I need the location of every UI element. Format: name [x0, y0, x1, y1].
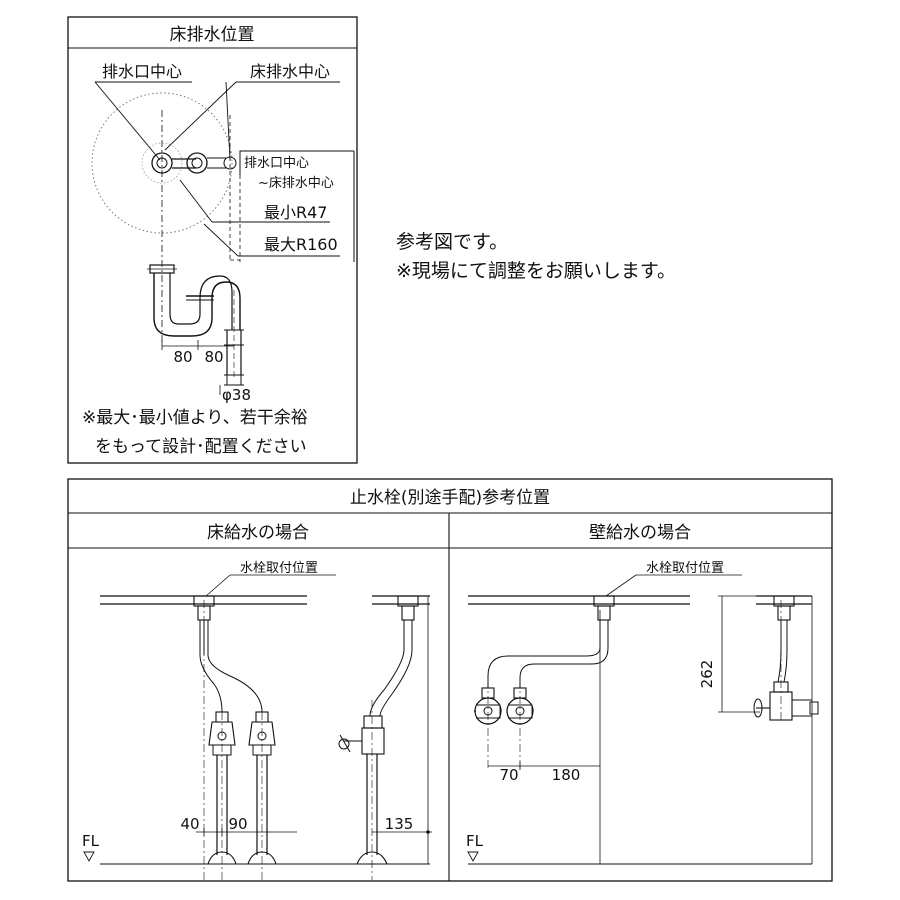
floor-supply-drawing: 水栓取付位置	[82, 561, 432, 880]
caution-line-1: ※最大･最小値より、若干余裕	[82, 408, 308, 428]
drain-center-leader-2	[225, 81, 231, 161]
dim-262: 262	[698, 660, 716, 689]
reference-note-1: 参考図です。	[396, 231, 509, 253]
stop-valve-title: 止水栓(別途手配)参考位置	[350, 488, 550, 508]
box-line-1: 排水口中心	[244, 156, 309, 171]
stop-valve-frame	[67, 478, 833, 882]
floor-drain-frame	[67, 16, 358, 464]
floor-level-label: FL	[82, 832, 100, 850]
caution-line-2: をもって設計･配置ください	[95, 437, 307, 457]
wall-supply-drawing: 水栓取付位置	[466, 561, 819, 865]
dim-40: 40	[180, 815, 199, 833]
wall-valve-1	[474, 687, 502, 725]
outlet-center-label: 排水口中心	[102, 62, 182, 81]
floor-valve-1	[207, 711, 237, 865]
trap-dimension-80-80: 80 80	[161, 340, 234, 366]
min-radius-label: 最小R47	[264, 203, 327, 222]
dim-90: 90	[228, 815, 247, 833]
min-radius-circle	[141, 142, 183, 184]
wall-floor-level-label: FL	[466, 832, 484, 850]
wall-floor-level-marker	[467, 851, 479, 862]
floor-level-marker	[83, 851, 95, 862]
floor-drain-title: 床排水位置	[170, 25, 255, 45]
dim-70: 70	[499, 766, 518, 784]
dim-80-a: 80	[173, 348, 192, 366]
box-line-2: ~床排水中心	[258, 176, 334, 191]
drain-top-view	[151, 152, 237, 174]
pipe-diameter-label: φ38	[222, 386, 251, 404]
min-radius-leader	[179, 179, 213, 223]
outlet-center-leader	[94, 81, 161, 161]
max-radius-leader	[203, 223, 239, 257]
dim-180: 180	[552, 766, 581, 784]
floor-drain-panel: 床排水位置 排水口中心 床排水中心	[67, 16, 358, 464]
wall-mount-label: 水栓取付位置	[646, 561, 724, 576]
drain-center-leader	[164, 81, 237, 151]
stop-valve-panel: 止水栓(別途手配)参考位置 床給水の場合 壁給水の場合 水栓取付位置	[67, 478, 833, 882]
radius-info-box: 排水口中心 ~床排水中心 最小R47 最大R160	[179, 150, 355, 262]
dim-135: 135	[385, 815, 414, 833]
max-radius-label: 最大R160	[264, 235, 338, 254]
floor-mount-label: 水栓取付位置	[240, 561, 318, 576]
max-radius-circle	[91, 92, 233, 234]
reference-note-2: ※現場にて調整をお願いします。	[396, 260, 677, 282]
floor-drain-center-label: 床排水中心	[250, 62, 330, 81]
drain-trap-side-view	[147, 264, 244, 386]
dim-80-b: 80	[204, 348, 223, 366]
floor-supply-heading: 床給水の場合	[207, 523, 309, 543]
wall-supply-heading: 壁給水の場合	[589, 523, 691, 543]
